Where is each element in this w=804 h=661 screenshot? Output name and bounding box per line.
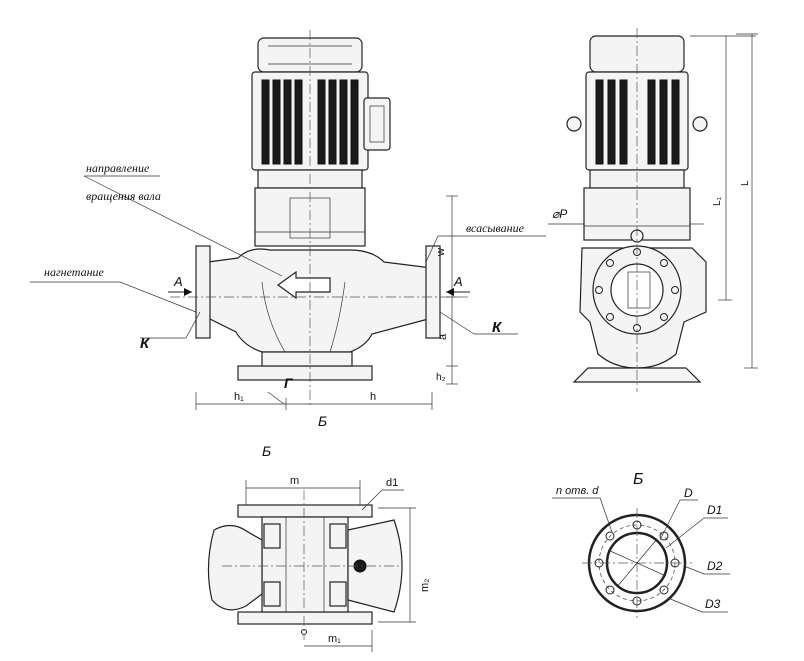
view-a-left-label: A bbox=[173, 274, 183, 289]
k-left-label: К bbox=[140, 335, 151, 352]
dim-m: m bbox=[290, 475, 299, 487]
dim-h2: h₂ bbox=[436, 372, 446, 383]
pump-casing bbox=[207, 248, 433, 353]
dim-phi-p: ⌀P bbox=[552, 207, 567, 221]
dim-a: a bbox=[437, 333, 449, 340]
base-plate bbox=[237, 365, 373, 381]
lifting-eye-right-icon bbox=[692, 116, 708, 132]
motor-cooling-fins bbox=[261, 79, 359, 165]
discharge-flange bbox=[195, 245, 211, 339]
side-view bbox=[548, 28, 758, 392]
suction-flange bbox=[425, 245, 441, 339]
dim-m2: m₂ bbox=[419, 579, 431, 592]
terminal-box bbox=[363, 97, 391, 151]
discharge-label: нагнетание bbox=[44, 265, 105, 279]
bottom-base-top bbox=[237, 504, 373, 518]
b-bottom-view-title: Б bbox=[262, 443, 271, 459]
dim-w: w bbox=[435, 248, 447, 257]
rotation-arrow-icon bbox=[276, 270, 331, 300]
dim-l: L bbox=[740, 180, 751, 186]
side-motor-fins bbox=[595, 79, 680, 165]
k-right-label: К bbox=[492, 319, 503, 336]
lifting-eye-left-icon bbox=[566, 116, 582, 132]
g-label: Г bbox=[284, 375, 294, 391]
dim-h: h bbox=[370, 391, 376, 403]
flange-d-label: D bbox=[684, 486, 693, 500]
dim-h1: h₁ bbox=[234, 391, 244, 403]
suction-label: всасывание bbox=[466, 221, 525, 235]
flange-d1-label: D1 bbox=[707, 503, 722, 517]
rotation-label-line1: направление bbox=[86, 161, 150, 175]
flange-d3-label: D3 bbox=[705, 597, 721, 611]
dim-d1: d1 bbox=[386, 477, 398, 489]
flange-view bbox=[552, 497, 730, 618]
view-a-right-label: A bbox=[453, 274, 463, 289]
bottom-discharge-outline bbox=[207, 524, 263, 611]
b-flange-view-title: Б bbox=[633, 471, 643, 488]
front-view bbox=[30, 30, 546, 410]
rotation-label-line2: вращения вала bbox=[86, 189, 161, 203]
b-under-front-label: Б bbox=[318, 413, 327, 429]
flange-holes-label: n отв. d bbox=[556, 485, 599, 497]
bottom-base-bottom bbox=[237, 611, 373, 625]
flange-d2-label: D2 bbox=[707, 559, 723, 573]
bottom-view bbox=[207, 480, 416, 652]
dim-l1: L₁ bbox=[712, 196, 723, 206]
dim-m1: m₁ bbox=[328, 633, 341, 645]
